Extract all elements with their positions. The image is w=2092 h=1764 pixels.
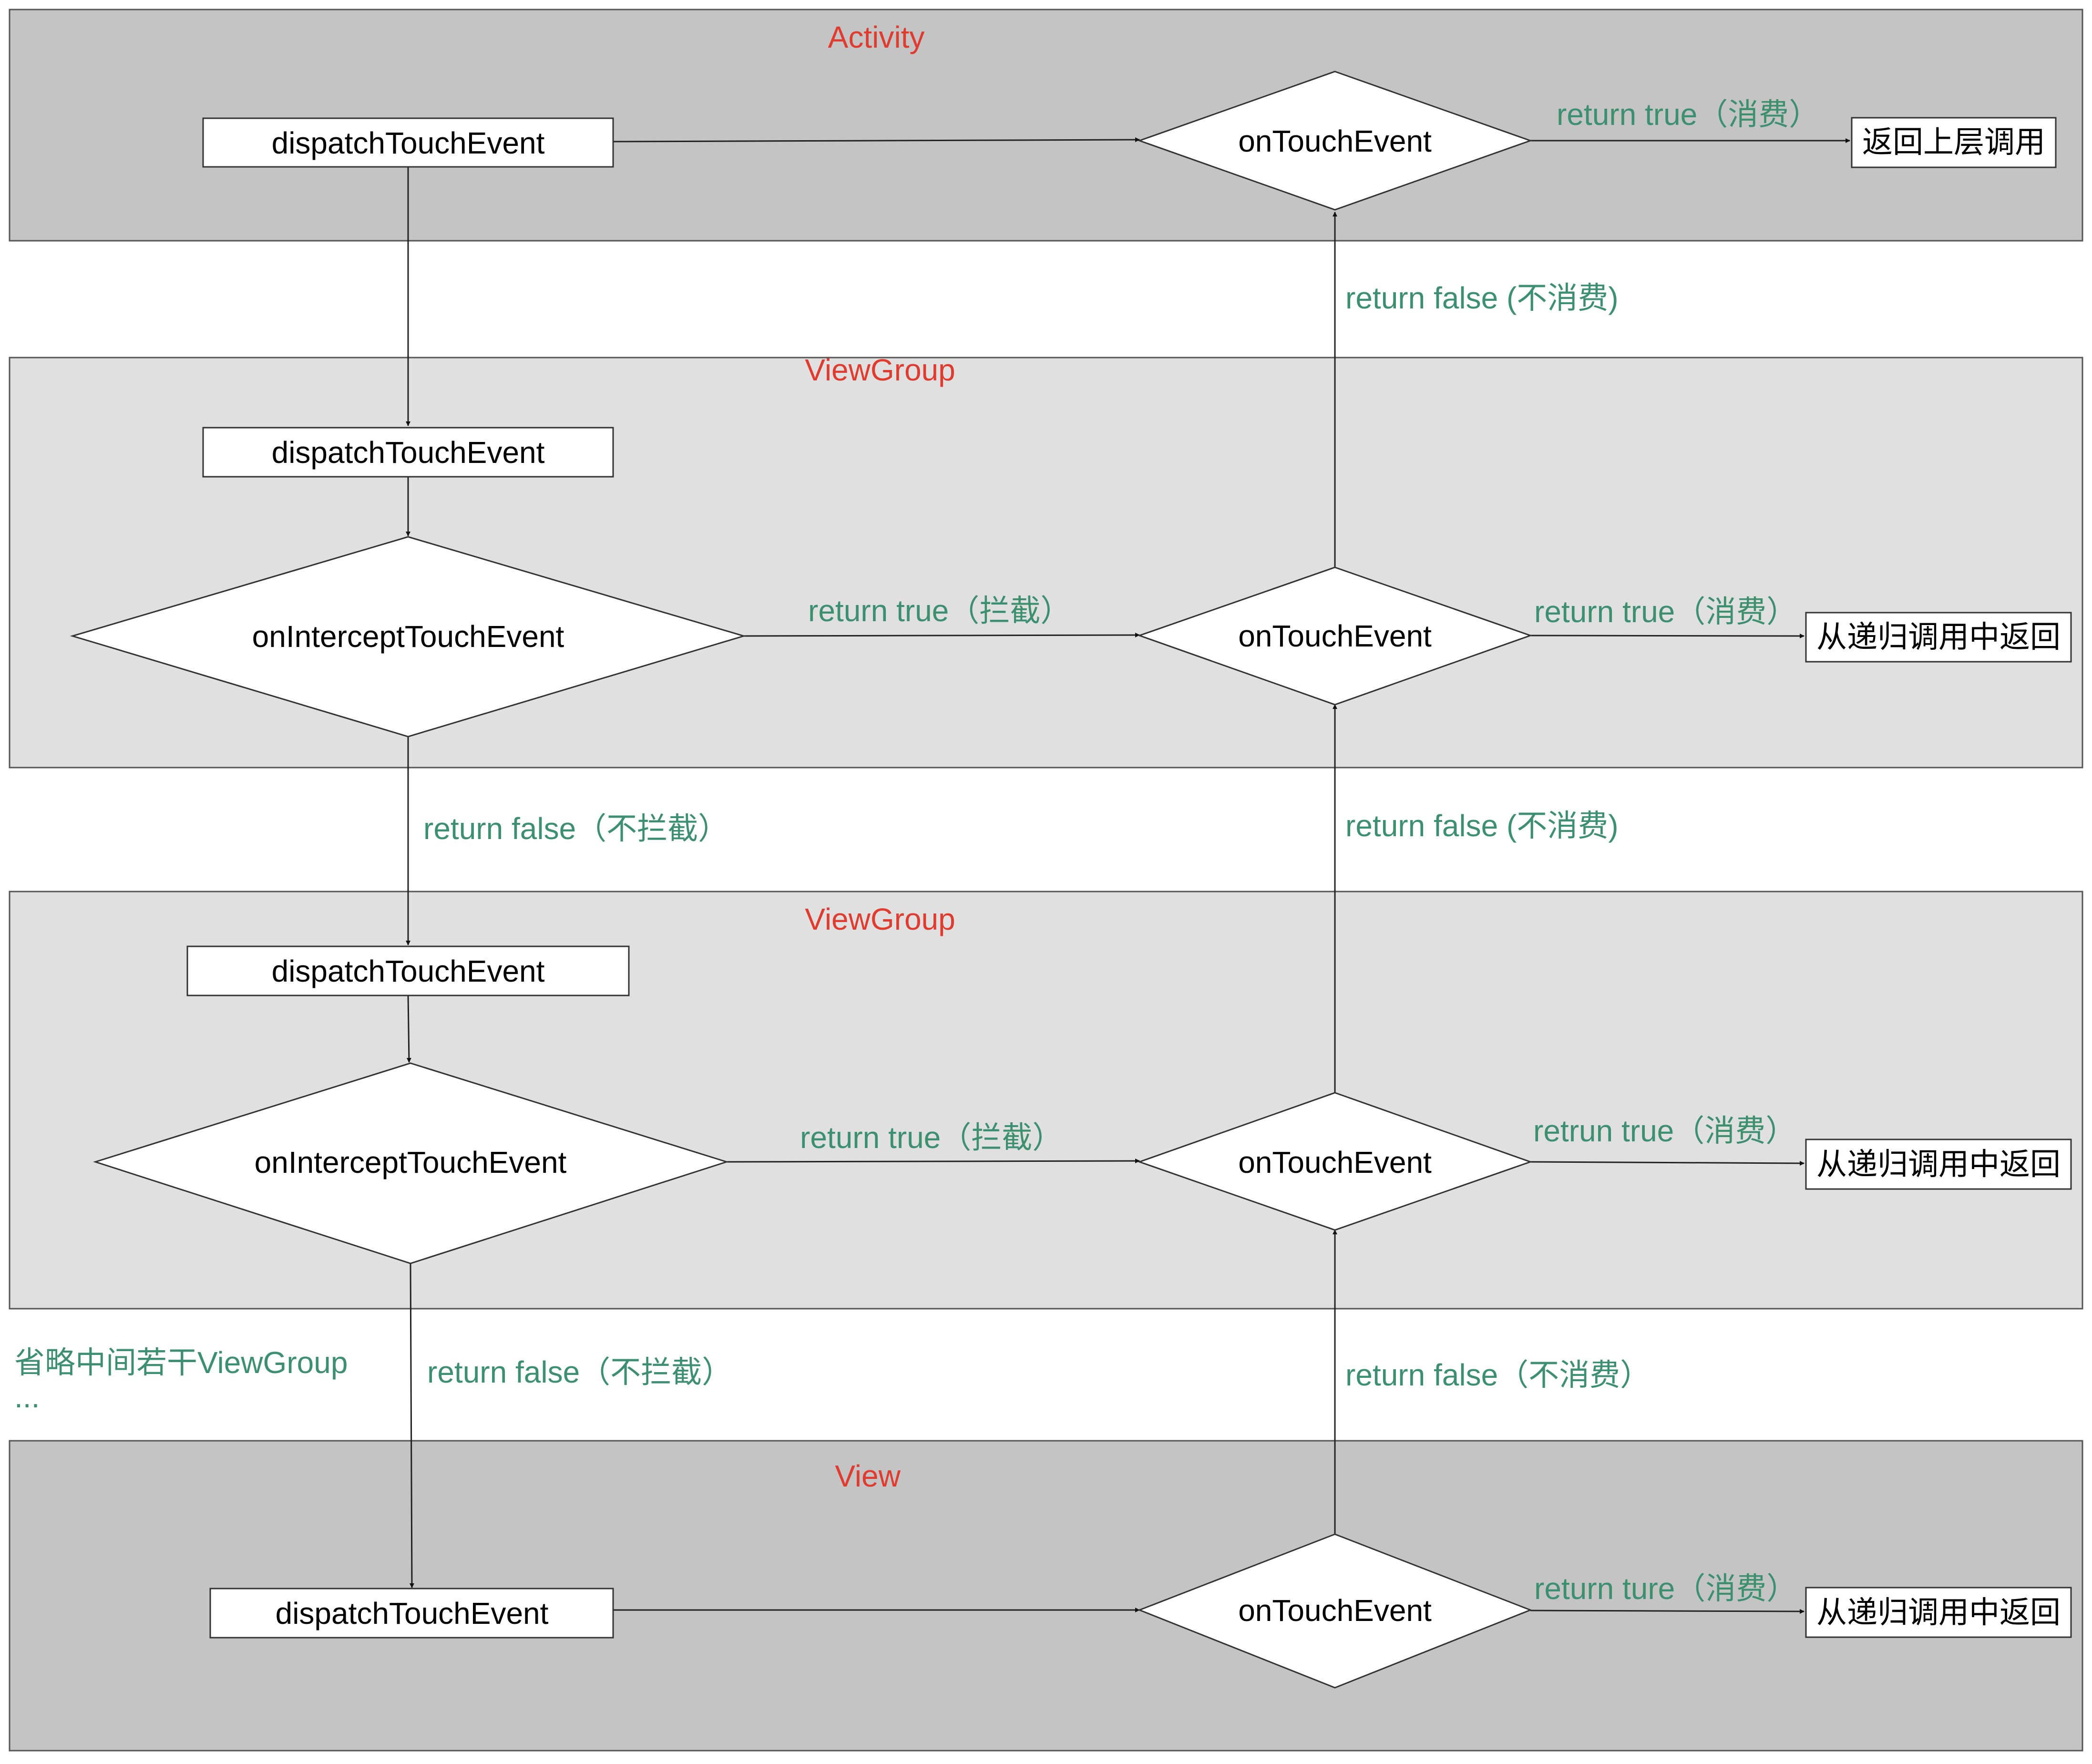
activity-ontouch-label: onTouchEvent — [1238, 124, 1432, 158]
activity-dispatch-label: dispatchTouchEvent — [272, 126, 545, 160]
label-view-consume: return ture（消费） — [1534, 1571, 1797, 1606]
edge-vg2-intercept-to-view — [409, 1263, 414, 1588]
vg2-return-box — [1805, 1138, 2072, 1190]
edge-vg2-ontouch-to-return — [1530, 1160, 1805, 1166]
vg1-dispatch-label: dispatchTouchEvent — [272, 435, 545, 470]
vg1-ontouch-label: onTouchEvent — [1238, 619, 1432, 653]
label-vg1-to-activity: return false (不消费) — [1345, 281, 1619, 315]
label-vg2-intercept-true: return true（拦截） — [800, 1120, 1063, 1155]
vg1-dispatch-box — [202, 427, 614, 478]
vg1-return-label: 从递归调用中返回 — [1816, 620, 2061, 654]
edge-activity-dispatch-to-ontouch — [613, 137, 1140, 143]
activity-return-box — [1851, 117, 2057, 168]
vg2-ontouch-diamond — [1137, 1092, 1533, 1231]
vg1-intercept-label: onInterceptTouchEvent — [252, 619, 564, 654]
label-vg1-intercept-true: return true（拦截） — [808, 594, 1071, 628]
vg1-ontouch-diamond — [1137, 566, 1533, 706]
vg2-dispatch-label: dispatchTouchEvent — [272, 954, 545, 988]
lane-title-viewgroup-1: ViewGroup — [805, 353, 955, 387]
vg2-return-label: 从递归调用中返回 — [1816, 1147, 2061, 1181]
label-vg2-to-vg1: return false (不消费) — [1345, 809, 1619, 843]
activity-dispatch-box — [202, 117, 614, 168]
vg1-intercept-diamond — [70, 536, 747, 738]
vg1-return-box — [1805, 612, 2072, 663]
edge-vg2-dispatch-to-intercept — [406, 995, 411, 1063]
vg2-intercept-diamond — [93, 1062, 729, 1264]
view-return-box — [1805, 1587, 2072, 1638]
vg2-ontouch-label: onTouchEvent — [1238, 1145, 1432, 1179]
lane-title-activity: Activity — [828, 20, 925, 54]
label-vg2-not-intercept: return false（不拦截） — [427, 1355, 732, 1389]
edge-vg1-intercept-to-ontouch — [743, 633, 1140, 638]
activity-return-label: 返回上层调用 — [1862, 125, 2045, 159]
vg2-dispatch-box — [186, 945, 630, 996]
view-ontouch-diamond — [1137, 1533, 1533, 1689]
note-omitted-viewgroups: 省略中间若干ViewGroup — [14, 1345, 348, 1380]
lane-title-view: View — [835, 1459, 901, 1493]
vg2-intercept-label: onInterceptTouchEvent — [255, 1145, 567, 1179]
view-return-label: 从递归调用中返回 — [1816, 1595, 2061, 1630]
edge-view-ontouch-to-return — [1530, 1609, 1805, 1614]
label-vg2-consume: retrun true（消费） — [1533, 1114, 1796, 1148]
view-dispatch-box — [209, 1588, 614, 1639]
activity-ontouch-diamond — [1137, 71, 1533, 211]
label-vg1-not-intercept: return false（不拦截） — [423, 811, 728, 846]
label-view-to-vg2: return false（不消费） — [1345, 1358, 1651, 1392]
edge-vg2-intercept-to-ontouch — [726, 1159, 1140, 1164]
view-dispatch-label: dispatchTouchEvent — [276, 1596, 549, 1631]
view-ontouch-label: onTouchEvent — [1238, 1593, 1432, 1628]
label-vg1-consume: return true（消费） — [1534, 595, 1797, 629]
label-activity-consume: return true（消费） — [1557, 97, 1819, 132]
note-ellipsis: ... — [14, 1380, 40, 1414]
lane-title-viewgroup-2: ViewGroup — [805, 902, 955, 936]
